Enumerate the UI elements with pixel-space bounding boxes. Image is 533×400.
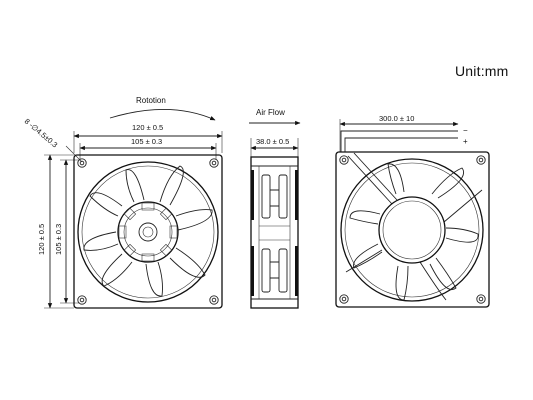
rotation-label: Rototion <box>136 96 166 105</box>
back-venturi <box>340 158 484 302</box>
negative-lead-label: − <box>463 126 468 135</box>
back-view: 300.0 ± 10 − + <box>335 114 490 308</box>
side-view: Air Flow 38.0 ± 0.5 <box>249 108 301 309</box>
back-frame <box>335 151 490 308</box>
front-frame <box>73 154 223 309</box>
airflow-label: Air Flow <box>256 108 285 117</box>
front-hub <box>117 201 179 263</box>
lead-length-label: 300.0 ± 10 <box>379 114 414 123</box>
overall-height-label: 120 ± 0.5 <box>37 224 46 255</box>
back-blades <box>349 163 479 301</box>
thickness-label: 38.0 ± 0.5 <box>256 137 289 146</box>
side-frame <box>250 156 299 309</box>
lead-wires <box>340 130 458 152</box>
rotation-arrow <box>109 109 216 121</box>
overall-width-label: 120 ± 0.5 <box>132 123 163 132</box>
hole-width-label: 105 ± 0.3 <box>131 137 162 146</box>
unit-label: Unit:mm <box>455 63 509 79</box>
mounting-hole-label: 8 -∅4.5±0.3 <box>23 117 60 150</box>
front-venturi <box>77 161 219 303</box>
back-hub <box>378 196 446 264</box>
front-blades <box>83 165 213 297</box>
front-view: Rototion 120 ± 0.5 105 ± 0.3 120 ± 0.5 1… <box>23 96 223 309</box>
positive-lead-label: + <box>463 137 468 146</box>
hole-height-label: 105 ± 0.3 <box>54 224 63 255</box>
